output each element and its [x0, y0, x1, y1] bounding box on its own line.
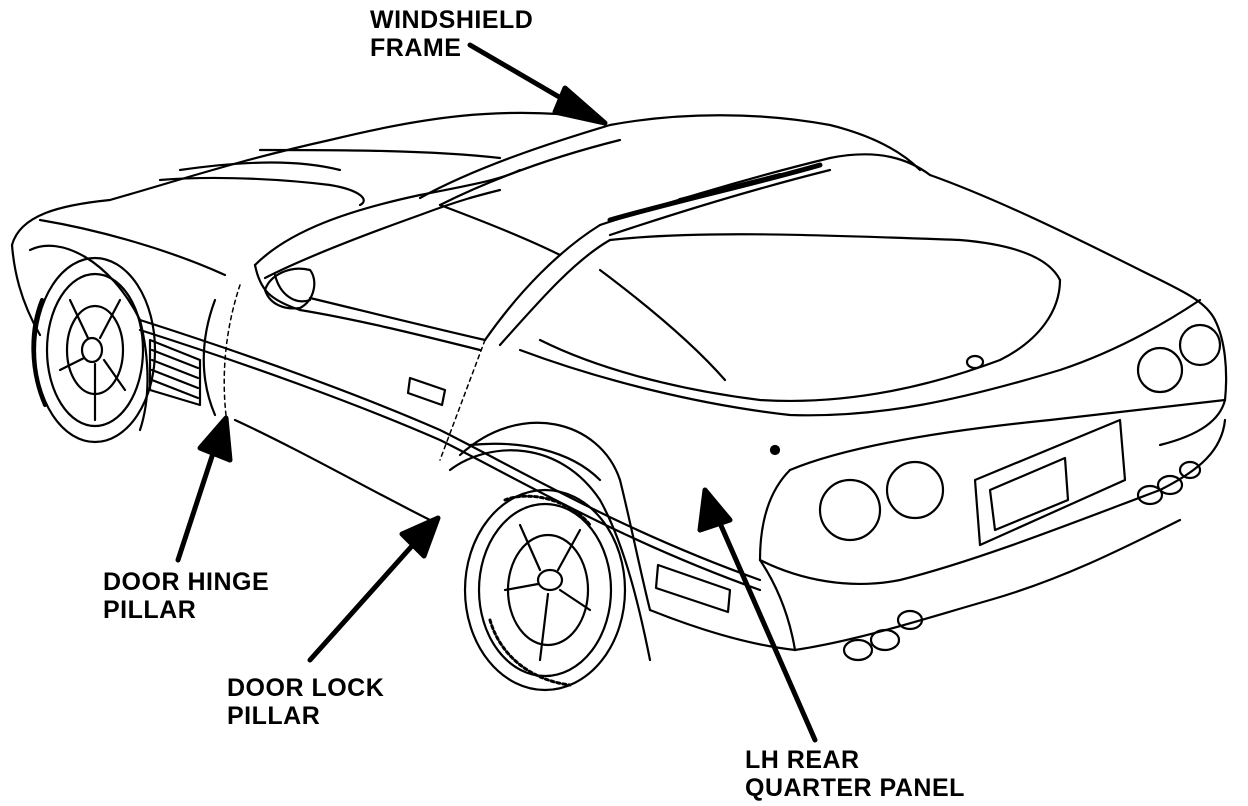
front-wheel [31, 256, 157, 444]
label-door-lock-pillar: DOOR LOCK PILLAR [227, 674, 384, 730]
label-door-hinge-pillar-line2: PILLAR [103, 596, 197, 624]
arrow-door-lock-pillar [307, 515, 441, 663]
label-door-hinge-pillar-line1: DOOR HINGE [103, 568, 270, 596]
label-lh-rear-quarter-panel-line2: QUARTER PANEL [745, 774, 965, 802]
rear-wheel [463, 488, 627, 692]
arrow-lh-rear-quarter-panel [697, 487, 818, 743]
label-windshield-frame-line1: WINDSHIELD [370, 6, 534, 34]
label-windshield-frame: WINDSHIELD FRAME [370, 6, 533, 62]
arrow-door-hinge-pillar [175, 415, 233, 563]
label-door-hinge-pillar: DOOR HINGE PILLAR [103, 568, 269, 624]
label-windshield-frame-line2: FRAME [370, 34, 462, 62]
label-lh-rear-quarter-panel-line1: LH REAR [745, 746, 860, 774]
arrow-windshield-frame [467, 42, 608, 126]
car-body [10, 111, 1228, 662]
label-door-lock-pillar-line1: DOOR LOCK [227, 674, 385, 702]
label-door-lock-pillar-line2: PILLAR [227, 702, 321, 730]
label-lh-rear-quarter-panel: LH REAR QUARTER PANEL [745, 746, 965, 802]
